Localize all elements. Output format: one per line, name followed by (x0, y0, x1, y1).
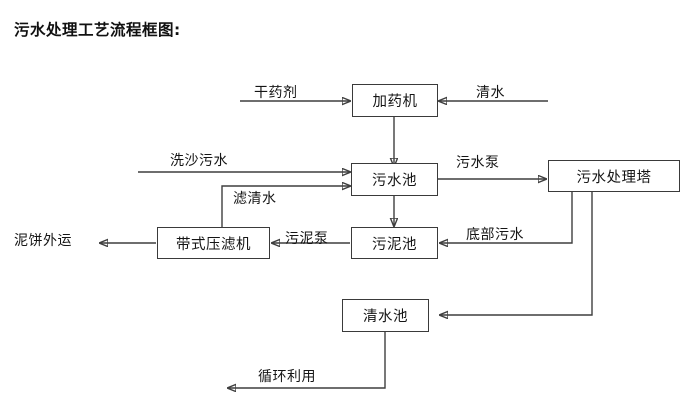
edge-label-clean-water-in: 清水 (476, 85, 505, 101)
node-label: 带式压滤机 (176, 236, 251, 253)
edge-label-filtered-clear-water: 滤清水 (233, 191, 277, 207)
node-dosing-machine[interactable]: 加药机 (352, 84, 438, 117)
node-label: 加药机 (372, 94, 418, 110)
page-title: 污水处理工艺流程框图: (14, 21, 181, 39)
edge-label-sludge-pump: 污泥泵 (285, 231, 329, 247)
node-label: 污水池 (372, 173, 417, 189)
node-sewage-pool[interactable]: 污水池 (351, 163, 438, 196)
node-label: 污水处理塔 (576, 169, 652, 186)
edge-label-recycle-reuse: 循环利用 (258, 369, 316, 385)
node-sludge-pool[interactable]: 污泥池 (351, 227, 438, 259)
node-label: 污泥池 (372, 236, 417, 253)
edge-label-sewage-pump: 污水泵 (456, 155, 500, 171)
edge-label-sand-washing-sewage: 洗沙污水 (170, 153, 228, 169)
edge-label-dry-agent: 干药剂 (254, 85, 298, 101)
edge-label-mud-cake-transport: 泥饼外运 (14, 233, 72, 249)
edge-label-bottom-sewage: 底部污水 (466, 227, 524, 243)
node-sewage-treatment-tower[interactable]: 污水处理塔 (548, 160, 680, 192)
node-label: 清水池 (363, 309, 408, 325)
node-clear-water-pool[interactable]: 清水池 (342, 299, 429, 332)
node-belt-filter-press[interactable]: 带式压滤机 (157, 227, 270, 259)
